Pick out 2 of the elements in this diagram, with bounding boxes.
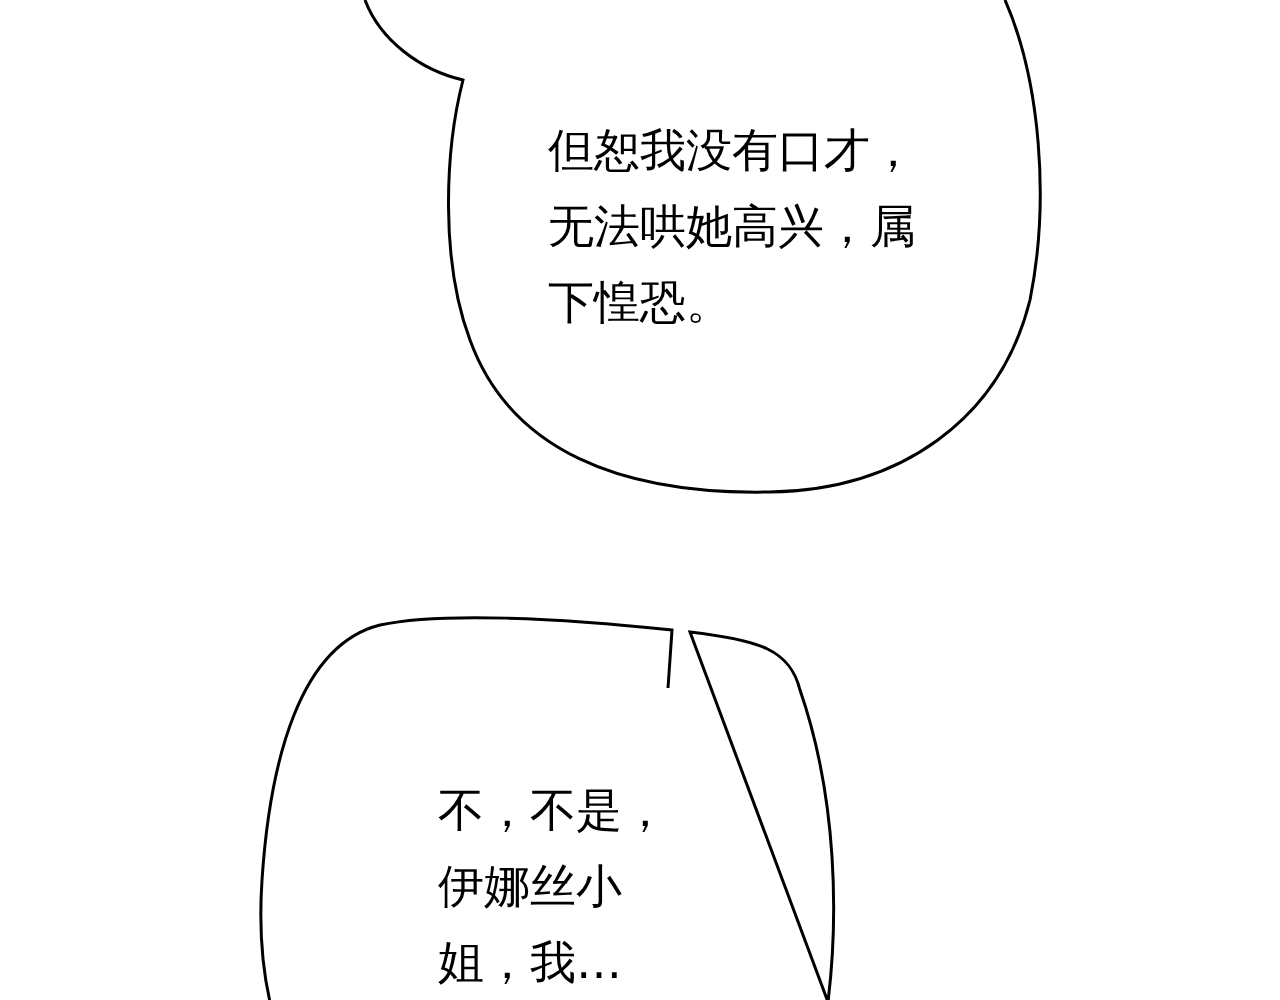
dialogue-text: 但恕我没有口才，无法哄她高兴，属下惶恐。 [548, 122, 917, 331]
dialogue-text: 不，不是，伊娜丝小姐，我… [438, 782, 669, 991]
